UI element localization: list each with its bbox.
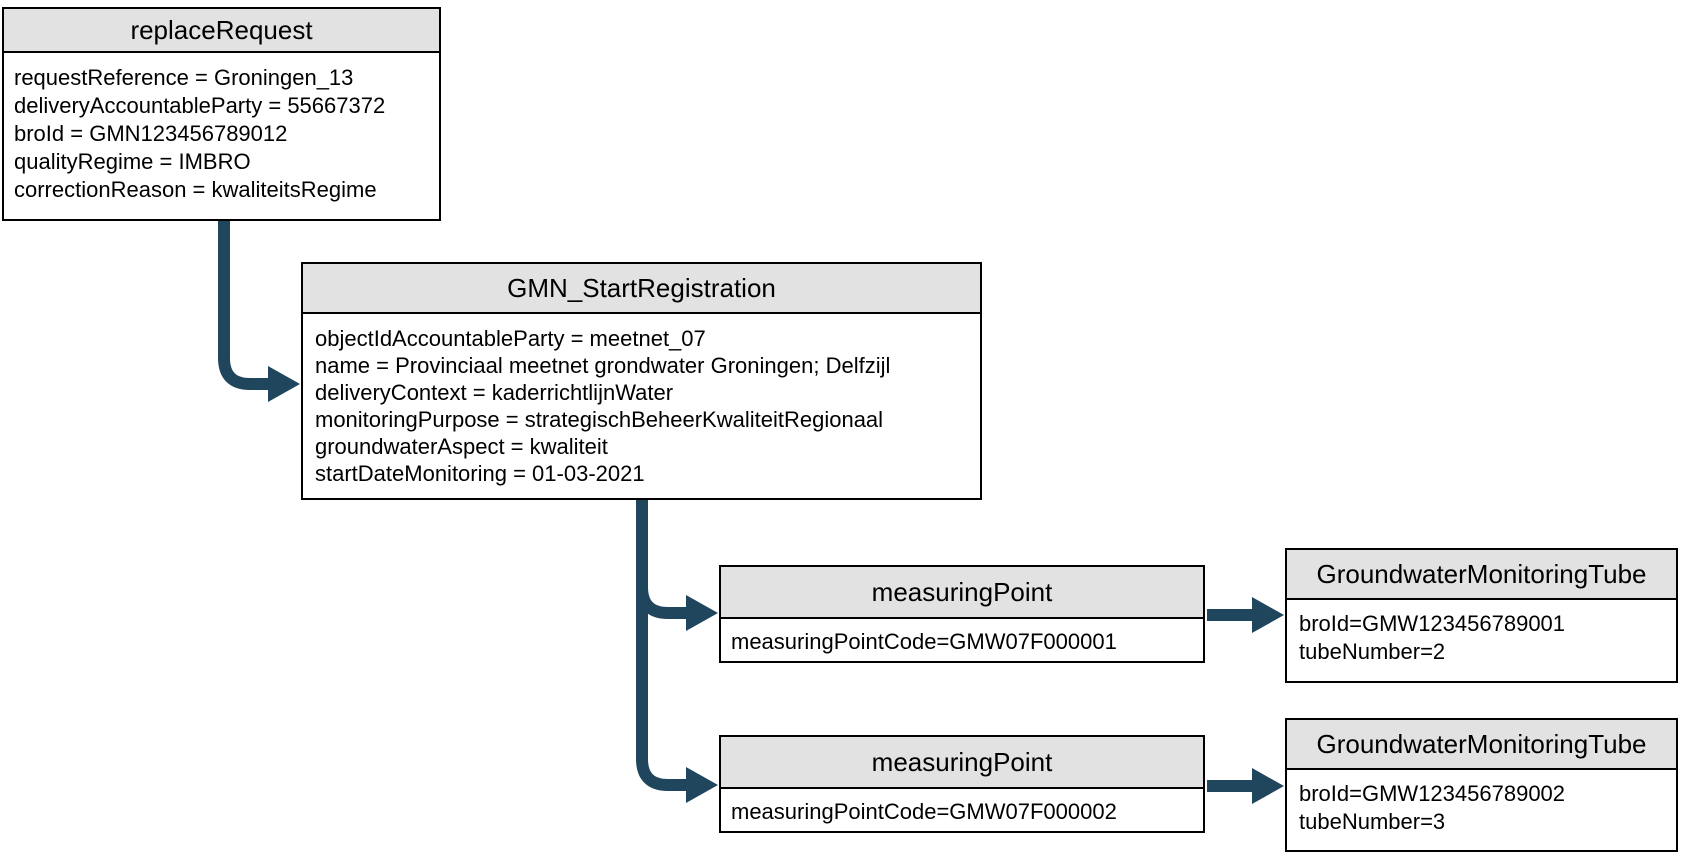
node-attributes: broId=GMW123456789001 tubeNumber=2 xyxy=(1287,600,1676,666)
attribute-line: objectIdAccountableParty = meetnet_07 xyxy=(315,326,706,351)
node-attributes: measuringPointCode=GMW07F000002 xyxy=(721,789,1203,826)
node-attributes: measuringPointCode=GMW07F000001 xyxy=(721,619,1203,656)
arrowhead-right-icon xyxy=(268,366,300,402)
node-title: measuringPoint xyxy=(721,737,1203,789)
attribute-line: correctionReason = kwaliteitsRegime xyxy=(14,177,377,202)
connector-measuringpoint-2-to-tube-2 xyxy=(1207,768,1284,804)
node-replace-request: replaceRequest requestReference = Gronin… xyxy=(2,7,441,221)
connector-measuringpoint-1-to-tube-1 xyxy=(1207,597,1284,633)
node-groundwater-monitoring-tube-2: GroundwaterMonitoringTube broId=GMW12345… xyxy=(1285,718,1678,852)
attribute-line: requestReference = Groningen_13 xyxy=(14,65,354,90)
node-title: GroundwaterMonitoringTube xyxy=(1287,550,1676,600)
node-measuring-point-1: measuringPoint measuringPointCode=GMW07F… xyxy=(719,565,1205,663)
attribute-line: deliveryAccountableParty = 55667372 xyxy=(14,93,386,118)
attribute-line: groundwaterAspect = kwaliteit xyxy=(315,434,608,459)
attribute-line: broId = GMN123456789012 xyxy=(14,121,288,146)
attribute-line: deliveryContext = kaderrichtlijnWater xyxy=(315,380,674,405)
attribute-line: broId=GMW123456789002 xyxy=(1299,781,1566,806)
arrowhead-right-icon xyxy=(686,767,718,803)
node-title: replaceRequest xyxy=(4,9,439,53)
attribute-line: tubeNumber=3 xyxy=(1299,809,1446,834)
attribute-line: broId=GMW123456789001 xyxy=(1299,611,1566,636)
connector-gmn-to-measuringpoint-2 xyxy=(636,498,718,803)
attribute-line: qualityRegime = IMBRO xyxy=(14,149,251,174)
node-gmn-start-registration: GMN_StartRegistration objectIdAccountabl… xyxy=(301,262,982,500)
arrowhead-right-icon xyxy=(1252,597,1284,633)
node-title: GMN_StartRegistration xyxy=(303,264,980,314)
node-attributes: requestReference = Groningen_13 delivery… xyxy=(4,53,439,204)
node-measuring-point-2: measuringPoint measuringPointCode=GMW07F… xyxy=(719,735,1205,833)
attribute-line: measuringPointCode=GMW07F000002 xyxy=(731,799,1117,824)
attribute-line: startDateMonitoring = 01-03-2021 xyxy=(315,461,645,486)
attribute-line: monitoringPurpose = strategischBeheerKwa… xyxy=(315,407,884,432)
connector-gmn-to-measuringpoint-1 xyxy=(636,498,718,631)
node-attributes: objectIdAccountableParty = meetnet_07 na… xyxy=(303,314,980,487)
attribute-line: name = Provinciaal meetnet grondwater Gr… xyxy=(315,353,891,378)
node-title: GroundwaterMonitoringTube xyxy=(1287,720,1676,770)
arrowhead-right-icon xyxy=(686,595,718,631)
node-groundwater-monitoring-tube-1: GroundwaterMonitoringTube broId=GMW12345… xyxy=(1285,548,1678,683)
connector-replacerequest-to-gmn xyxy=(218,220,300,402)
arrowhead-right-icon xyxy=(1252,768,1284,804)
attribute-line: tubeNumber=2 xyxy=(1299,639,1446,664)
node-attributes: broId=GMW123456789002 tubeNumber=3 xyxy=(1287,770,1676,836)
attribute-line: measuringPointCode=GMW07F000001 xyxy=(731,629,1117,654)
node-title: measuringPoint xyxy=(721,567,1203,619)
